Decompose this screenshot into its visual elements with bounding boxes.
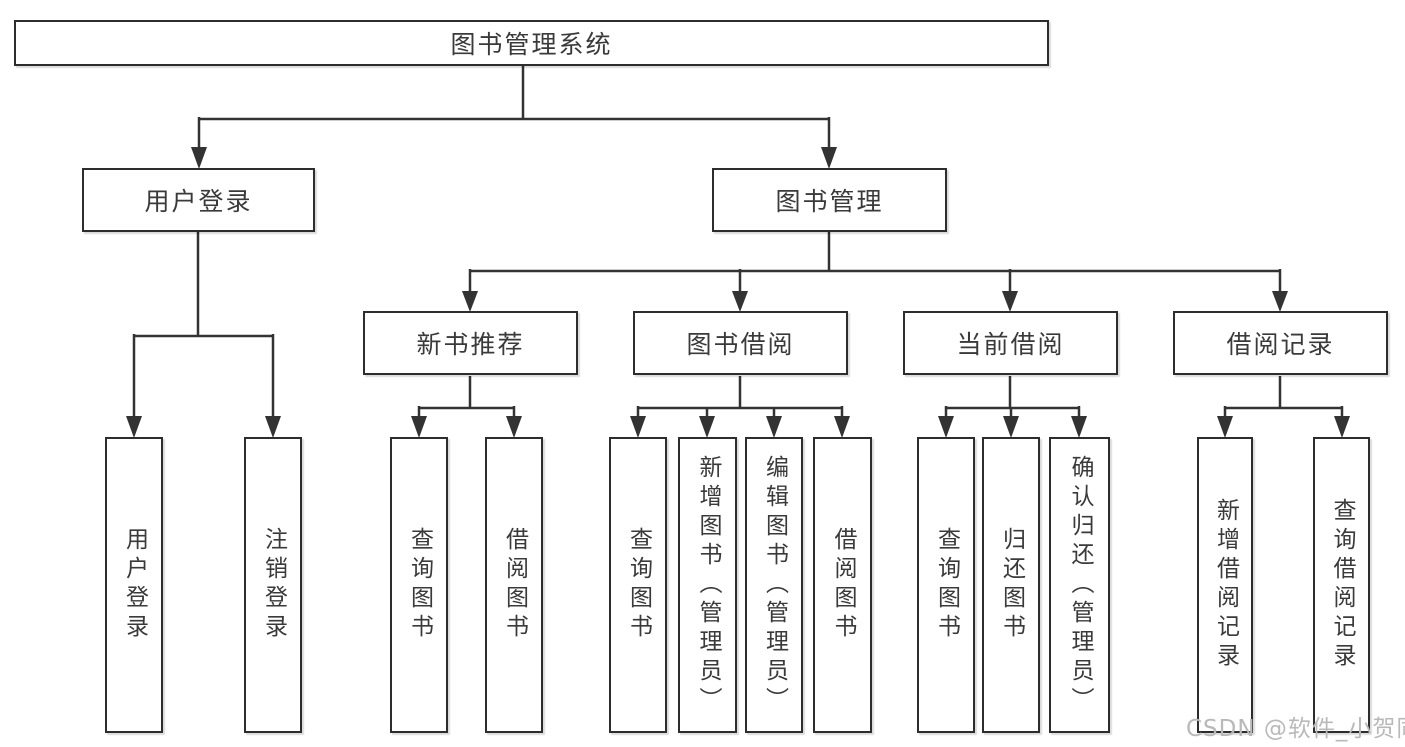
leaf-user-login: 用户登录 <box>105 437 163 733</box>
node-current-borrow: 当前借阅 <box>903 311 1118 375</box>
leaf-query-borrow-record: 查询借阅记录 <box>1313 437 1370 733</box>
node-label: 查询图书 <box>406 527 433 643</box>
node-label: 借阅图书 <box>830 527 856 643</box>
node-label: 查询借阅记录 <box>1329 498 1355 672</box>
leaf-edit-books-admin: 编辑图书（管理员） <box>745 437 803 733</box>
leaf-query-books: 查询图书 <box>609 437 667 733</box>
leaf-return-books: 归还图书 <box>982 437 1040 733</box>
node-label: 借阅记录 <box>1226 330 1335 359</box>
leaf-confirm-return-admin: 确认归还（管理员） <box>1049 437 1110 733</box>
node-label: 新增借阅记录 <box>1212 498 1239 672</box>
leaf-borrow-books: 借阅图书 <box>813 437 872 733</box>
node-label: 当前借阅 <box>956 330 1065 359</box>
leaf-borrow-books: 借阅图书 <box>485 437 543 733</box>
node-borrow-records: 借阅记录 <box>1173 311 1388 375</box>
leaf-add-books-admin: 新增图书（管理员） <box>678 437 737 733</box>
leaf-logout: 注销登录 <box>244 437 302 733</box>
leaf-query-books: 查询图书 <box>917 437 975 733</box>
node-label: 查询图书 <box>933 527 960 643</box>
node-label: 图书管理 <box>775 187 884 216</box>
leaf-query-books: 查询图书 <box>390 437 448 733</box>
node-user-login-branch: 用户登录 <box>82 168 315 232</box>
node-label: 新书推荐 <box>416 330 525 359</box>
node-book-borrow: 图书借阅 <box>633 311 848 375</box>
node-label: 图书借阅 <box>686 330 795 359</box>
csdn-watermark: CSDN @软件_小贺同学 <box>1186 716 1405 742</box>
node-label: 归还图书 <box>998 527 1025 643</box>
node-label: 图书管理系统 <box>450 30 613 59</box>
node-label: 编辑图书（管理员） <box>761 454 788 716</box>
node-new-book-recommend: 新书推荐 <box>363 311 578 375</box>
node-label: 查询图书 <box>625 527 652 643</box>
arrowhead-icons <box>126 147 1350 438</box>
node-label: 确认归还（管理员） <box>1067 454 1093 716</box>
node-label: 借阅图书 <box>501 527 528 643</box>
node-label: 用户登录 <box>144 187 253 216</box>
node-label: 用户登录 <box>121 527 148 643</box>
node-label: 新增图书（管理员） <box>695 454 721 716</box>
node-book-management-branch: 图书管理 <box>712 168 947 232</box>
leaf-add-borrow-record: 新增借阅记录 <box>1197 437 1253 733</box>
node-label: 注销登录 <box>260 527 287 643</box>
node-root-system: 图书管理系统 <box>14 20 1049 66</box>
